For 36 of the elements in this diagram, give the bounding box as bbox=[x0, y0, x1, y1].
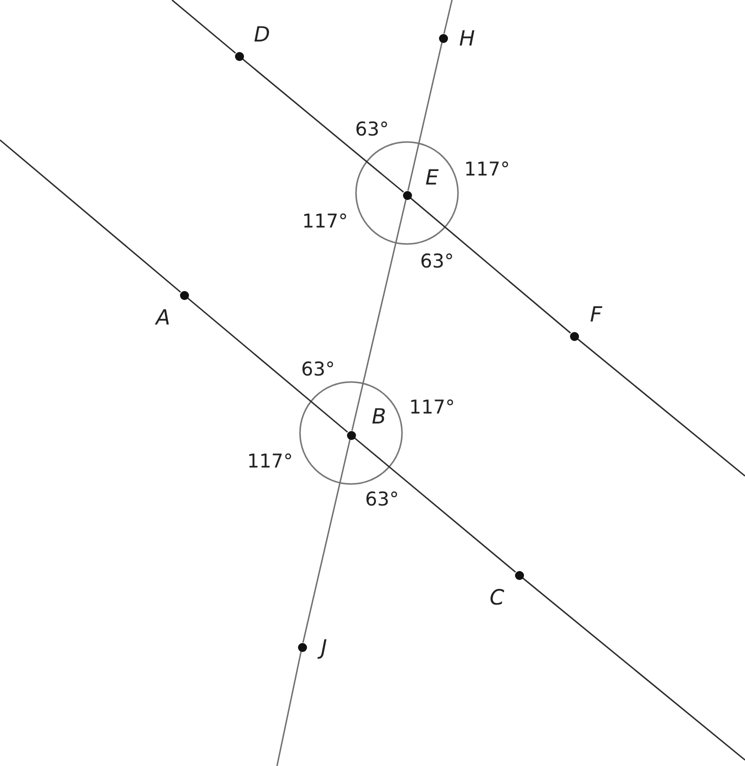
angle-label: 63° bbox=[355, 120, 389, 140]
point-dot bbox=[514, 570, 524, 580]
line-segment bbox=[522, 577, 745, 761]
point-dot bbox=[570, 332, 578, 340]
line-segment bbox=[172, 0, 236, 54]
point-dot bbox=[298, 642, 306, 652]
angle-label: 63° bbox=[365, 490, 399, 510]
point-label: A bbox=[156, 308, 170, 328]
point-label: B bbox=[372, 406, 386, 428]
angle-label: 117° bbox=[302, 212, 348, 232]
point-dot bbox=[234, 52, 244, 60]
angle-label: 117° bbox=[464, 160, 510, 180]
point-dot bbox=[346, 430, 356, 440]
line-segment bbox=[187, 297, 348, 433]
point-label: H bbox=[459, 28, 475, 50]
line-segment bbox=[242, 58, 404, 193]
line-segment bbox=[351, 199, 407, 431]
point-dot bbox=[438, 34, 448, 42]
line-segment bbox=[410, 197, 572, 334]
angle-label: 117° bbox=[409, 398, 455, 418]
line-segment bbox=[354, 437, 516, 573]
angle-label: 117° bbox=[247, 452, 293, 472]
angle-label: 63° bbox=[301, 360, 335, 380]
point-dot bbox=[180, 290, 188, 300]
line-segment bbox=[0, 139, 182, 293]
line-segment bbox=[443, 0, 453, 34]
line-segment bbox=[577, 338, 745, 477]
point-label: F bbox=[590, 304, 602, 326]
line-segment bbox=[407, 42, 443, 191]
angle-label: 63° bbox=[420, 252, 454, 272]
point-dot bbox=[402, 190, 412, 200]
point-label: E bbox=[425, 168, 439, 188]
point-label: C bbox=[490, 588, 504, 608]
line-segment bbox=[276, 651, 302, 766]
point-label: D bbox=[254, 24, 270, 46]
line-segment bbox=[302, 439, 351, 643]
